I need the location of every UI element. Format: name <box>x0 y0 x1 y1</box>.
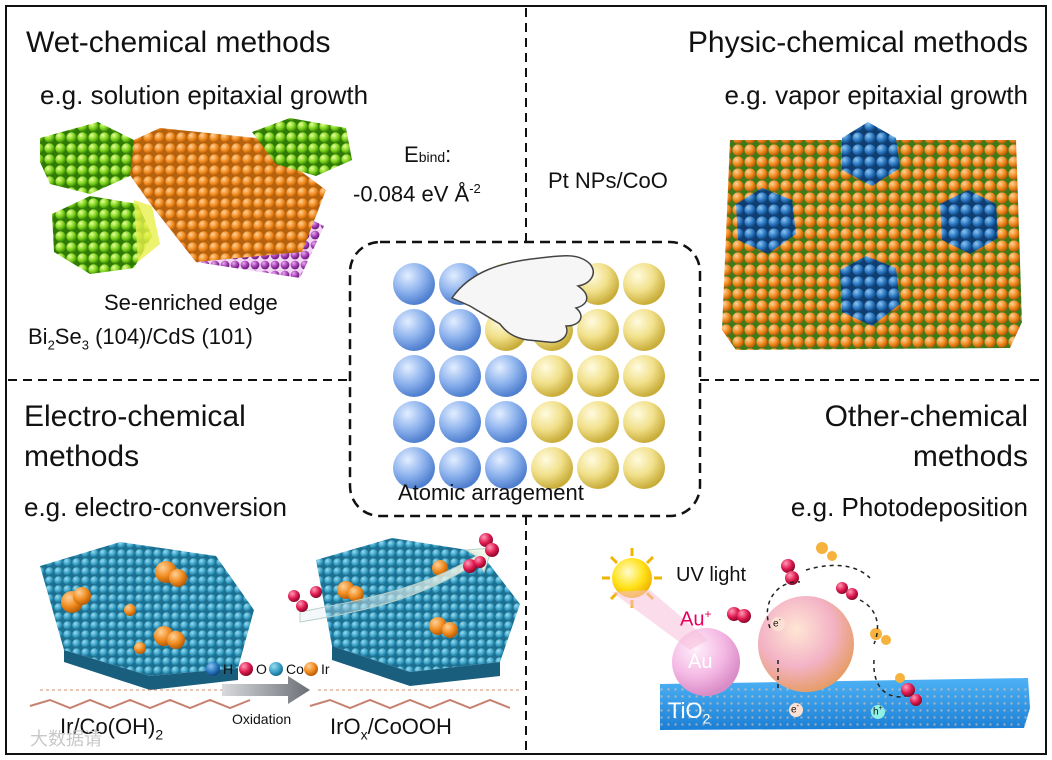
atom-yellow <box>577 355 619 397</box>
atom-yellow <box>623 401 665 443</box>
oxygen-molecules <box>288 533 499 612</box>
legend-co: Co <box>286 661 304 677</box>
iroh-hexagon-side <box>64 650 238 690</box>
atom-yellow <box>577 447 619 489</box>
h-atom-icon <box>206 662 220 676</box>
electro-example: e.g. electro-conversion <box>24 492 288 522</box>
cds-plate <box>112 128 326 262</box>
oxidation-label: Oxidation <box>232 711 292 727</box>
iro-hexagon-side <box>332 646 500 686</box>
au-particle-label: Au <box>688 651 713 673</box>
layer-lattice-right <box>309 698 511 710</box>
o-atom-icon <box>239 662 253 676</box>
bise-domain-bottom <box>52 196 152 274</box>
co-atom-icon <box>269 662 283 676</box>
oxidation-arrow <box>222 676 310 704</box>
other-title-line2: methods <box>912 440 1028 473</box>
atom-yellow <box>531 447 573 489</box>
uv-beam <box>612 590 708 650</box>
atom-blue <box>393 447 435 489</box>
hole-label: h+ <box>873 705 883 718</box>
uv-light-label: UV light <box>676 564 747 586</box>
ir-clusters-left <box>61 561 187 654</box>
au-ion-label: Au+ <box>680 607 712 631</box>
center-caption: Atomic arragement <box>398 480 584 505</box>
legend-h: H <box>223 661 234 677</box>
pt-nanoparticle-top <box>842 122 900 186</box>
atom-legend <box>206 662 318 676</box>
legend-ir: Ir <box>321 661 330 677</box>
layer-lattice-left <box>29 698 251 710</box>
atom-blue <box>393 309 435 351</box>
coo-substrate <box>722 140 1022 350</box>
physic-example: e.g. vapor epitaxial growth <box>724 80 1028 110</box>
ebind-label: Ebind: <box>404 142 452 167</box>
electron-label-2: e- <box>791 703 799 716</box>
atom-blue <box>393 401 435 443</box>
atom-blue <box>439 309 481 351</box>
atom-yellow <box>577 309 619 351</box>
physic-title: Physic-chemical methods <box>687 26 1028 59</box>
reaction-arrows <box>766 564 907 698</box>
atom-blue <box>439 401 481 443</box>
electron-marker-1 <box>771 617 785 631</box>
other-chemical-illustration <box>602 542 1030 730</box>
bise-domain-left <box>40 122 134 194</box>
physic-chemical-illustration <box>722 122 1022 350</box>
bise-edge-yellow <box>134 200 160 262</box>
ebind-value: -0.084 eV Å-2 <box>353 181 481 207</box>
electro-chemical-illustration <box>29 533 520 710</box>
electro-title-line1: Electro-chemical <box>24 400 246 433</box>
electron-marker-2 <box>789 703 803 717</box>
legend-o: O <box>256 661 267 677</box>
atom-yellow <box>623 309 665 351</box>
atom-blue <box>393 263 435 305</box>
atom-blue <box>439 355 481 397</box>
atom-grid <box>393 263 665 489</box>
hole-marker <box>871 705 885 719</box>
interface-label: Bi2Se3 (104)/CdS (101) <box>28 324 253 353</box>
pt-nanoparticle-bottom <box>840 256 900 326</box>
other-example: e.g. Photodeposition <box>790 492 1028 522</box>
pt-coo-label: Pt NPs/CoO <box>548 168 668 193</box>
molecules-other <box>727 559 922 706</box>
atom-blue <box>439 447 481 489</box>
watermark: 大数据请 <box>30 729 102 749</box>
electron-label-1: e- <box>773 617 781 630</box>
other-title-line1: Other-chemical <box>824 400 1028 433</box>
atom-yellow <box>531 355 573 397</box>
quadrant-dividers <box>8 8 1044 752</box>
pt-nanoparticle-right <box>940 190 998 254</box>
left-material-label: Ir/Co(OH)2 <box>60 714 164 743</box>
edge-label: Se-enriched edge <box>104 290 278 315</box>
wet-chemical-illustration <box>40 118 352 278</box>
atom-blue <box>485 355 527 397</box>
water-molecules <box>816 542 905 683</box>
pt-nanoparticle-left <box>736 188 796 254</box>
atom-yellow <box>623 355 665 397</box>
atom-blue <box>485 401 527 443</box>
wet-example: e.g. solution epitaxial growth <box>40 80 369 110</box>
atom-blue <box>393 355 435 397</box>
atom-yellow <box>623 447 665 489</box>
ir-atom-icon <box>304 662 318 676</box>
ir-clusters-right <box>337 560 458 638</box>
right-material-label: IrOx/CoOOH <box>330 714 452 743</box>
electro-title-line2: methods <box>24 440 140 473</box>
au-large-particle <box>758 596 854 692</box>
bise-domain-right <box>252 118 352 176</box>
atom-yellow <box>623 263 665 305</box>
curved-arrow <box>299 547 493 623</box>
tio2-label: TiO2 <box>668 698 711 727</box>
iroh-hexagon <box>40 542 254 676</box>
atom-yellow <box>531 401 573 443</box>
atom-yellow <box>577 401 619 443</box>
atom-blue <box>485 447 527 489</box>
hand-icon <box>450 255 594 344</box>
wet-title: Wet-chemical methods <box>26 26 331 59</box>
